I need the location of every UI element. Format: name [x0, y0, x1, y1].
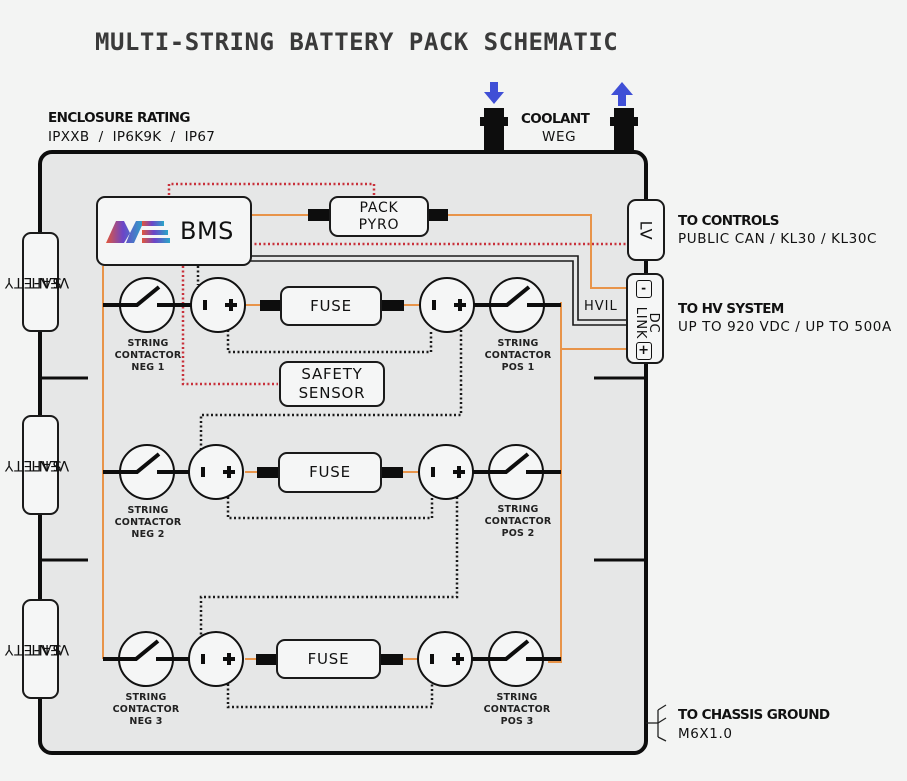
minus-icon [431, 467, 435, 477]
minus-icon [201, 467, 205, 477]
coolant-inlet-port [480, 108, 508, 154]
hvil-label: HVIL [584, 299, 618, 314]
pyro-terminal-left [308, 209, 330, 221]
page-title: MULTI-STRING BATTERY PACK SCHEMATIC [95, 28, 619, 56]
controls-value: PUBLIC CAN / KL30 / KL30C [678, 231, 878, 247]
controls-heading: TO CONTROLS [678, 213, 779, 229]
dc-link-plus-terminal[interactable]: + [636, 342, 652, 360]
battery-module-1-a[interactable] [190, 277, 246, 333]
fuse-3-label: FUSE [307, 649, 350, 668]
dc-link-connector[interactable]: - + DC LINK [626, 273, 664, 364]
enclosure-heading: ENCLOSURE RATING [48, 110, 190, 126]
battery-module-1-b[interactable] [419, 277, 475, 333]
bms-label: BMS [180, 216, 234, 245]
dc-link-line2: LINK [633, 306, 648, 340]
safety-sensor-line1: SAFETY [301, 365, 363, 383]
contactor-neg-3[interactable] [109, 631, 183, 687]
dc-link-line1: DC [646, 312, 661, 334]
lv-label: LV [636, 220, 656, 240]
minus-icon [201, 654, 205, 664]
safety-sensor[interactable]: SAFETY SENSOR [279, 361, 385, 407]
safety-vent-1-line2: VENT [28, 274, 69, 290]
hvil-loop [250, 255, 628, 326]
coolant-heading: COOLANT [521, 111, 590, 127]
safety-loop [167, 182, 628, 386]
battery-module-2-b[interactable] [418, 444, 474, 500]
me-logo-icon [106, 221, 170, 243]
arrow-down-icon [484, 82, 504, 104]
pack-pyro[interactable]: PACK PYRO [329, 196, 429, 237]
safety-vent-2-line2: VENT [28, 457, 69, 473]
fuse-terminals [256, 300, 404, 665]
arrow-up-icon [611, 82, 633, 106]
contactor-pos-1[interactable] [480, 277, 554, 333]
fuse-1-label: FUSE [310, 296, 352, 315]
minus-icon [203, 300, 207, 310]
chassis-heading: TO CHASSIS GROUND [678, 707, 830, 723]
chassis-value: M6X1.0 [678, 726, 733, 742]
fuse-2-label: FUSE [309, 463, 351, 481]
dc-link-label: DC LINK [633, 290, 661, 356]
pyro-terminal-right [428, 209, 448, 221]
dc-link-minus-terminal[interactable]: - [636, 280, 652, 298]
enclosure-rating: IPXXB / IP6K9K / IP67 [48, 129, 216, 145]
fuse-1[interactable]: FUSE [280, 286, 382, 326]
bms-module[interactable]: BMS [96, 196, 252, 266]
module-dividers [40, 376, 646, 562]
contactor-neg-2[interactable] [110, 444, 184, 500]
fuse-2[interactable]: FUSE [278, 452, 382, 493]
safety-vent-3-line2: VENT [28, 641, 69, 657]
contactor-pos-3[interactable] [479, 631, 553, 687]
lv-connector[interactable]: LV [627, 199, 665, 261]
sense-lines [196, 266, 463, 709]
battery-module-3-a[interactable] [188, 631, 244, 687]
coolant-type: WEG [542, 129, 577, 145]
contactor-neg-1[interactable] [110, 277, 184, 333]
chassis-ground-icon [646, 704, 667, 742]
fuse-3[interactable]: FUSE [276, 639, 381, 679]
pack-pyro-line1: PACK [359, 199, 399, 216]
battery-module-3-b[interactable] [417, 631, 473, 687]
minus-icon [432, 300, 436, 310]
contactor-pos-2[interactable] [479, 444, 553, 500]
coolant-outlet-port [610, 108, 638, 154]
safety-sensor-line2: SENSOR [298, 384, 366, 402]
pack-pyro-line2: PYRO [358, 216, 400, 233]
hv-system-value: UP TO 920 VDC / UP TO 500A [678, 319, 892, 335]
minus-icon [430, 654, 434, 664]
hv-system-heading: TO HV SYSTEM [678, 301, 784, 317]
battery-module-2-a[interactable] [188, 444, 244, 500]
